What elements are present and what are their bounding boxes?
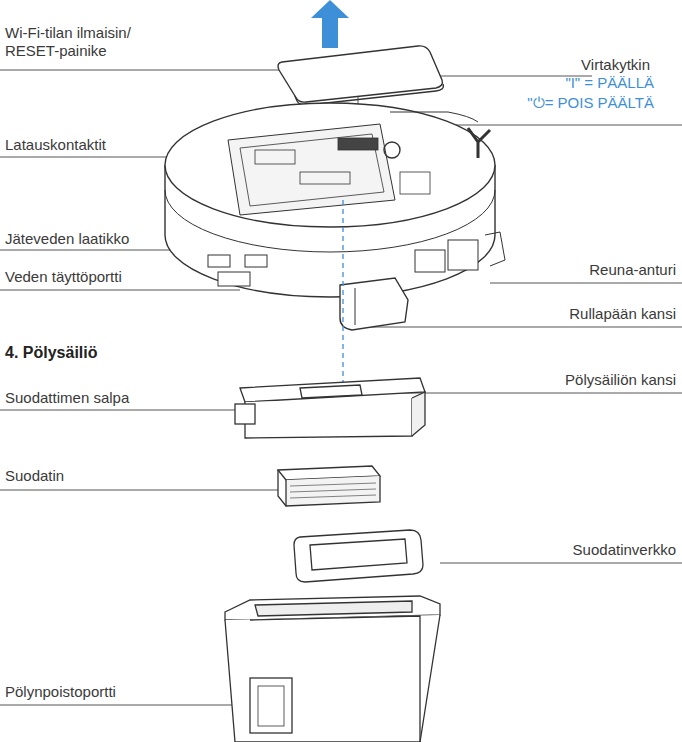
- part-label: Virtakytkin: [581, 56, 650, 74]
- lift-arrow: [311, 0, 349, 48]
- part-label: Latauskontaktit: [5, 136, 106, 154]
- part-label: "⏻= POIS PÄÄLTÄ: [527, 94, 654, 112]
- part-label: "I" = PÄÄLLÄ: [565, 74, 654, 92]
- assembly-line: [342, 200, 343, 385]
- part-label: Jäteveden laatikko: [5, 230, 129, 248]
- part-label: Wi-Fi-tilan ilmaisin/ RESET-painike: [5, 24, 170, 60]
- part-label: Veden täyttöportti: [5, 268, 122, 286]
- dust-bin-lid: [235, 378, 425, 438]
- part-label: Suodattimen salpa: [5, 389, 129, 407]
- part-label: Reuna-anturi: [589, 261, 676, 279]
- part-label: Suodatinverkko: [573, 541, 676, 559]
- top-lid: [278, 46, 443, 105]
- part-label: Rullapään kansi: [569, 305, 676, 323]
- section-heading: 4. Pölysäiliö: [5, 344, 97, 362]
- part-label: Suodatin: [5, 467, 64, 485]
- part-label: Pölysäiliön kansi: [565, 371, 676, 389]
- leader-lines: [0, 70, 682, 705]
- filter-net: [294, 530, 423, 582]
- filter: [278, 466, 380, 506]
- part-label: Pölynpoistoportti: [5, 683, 116, 701]
- dust-bin: [225, 596, 440, 742]
- robot-body: [165, 103, 505, 330]
